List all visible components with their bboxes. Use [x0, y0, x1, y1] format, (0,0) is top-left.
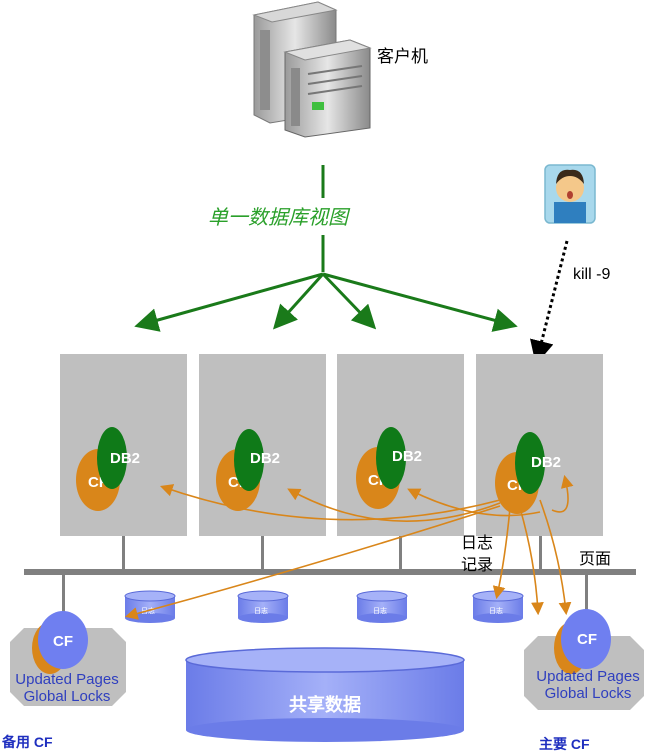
- primary-cf-label: CF: [577, 631, 597, 648]
- log-records-label-line2: 记录: [461, 556, 493, 574]
- log-disk-3: 日志: [356, 590, 408, 623]
- db2-green-3: [376, 427, 406, 489]
- member-box-4: CF DB2: [476, 354, 603, 536]
- shared-data-cylinder: 共享数据: [185, 647, 465, 742]
- arrow-to-primary-cf-2: [539, 499, 572, 616]
- log-records-label-line1: 日志: [461, 534, 493, 552]
- bus-drop-standby: [62, 575, 65, 613]
- db2-label-3: DB2: [392, 448, 422, 465]
- db2-label-1: DB2: [110, 450, 140, 467]
- arrow-to-member-1: [159, 484, 501, 521]
- primary-cf-blue: [561, 609, 611, 669]
- bus-drop-1: [122, 536, 125, 570]
- primary-global-locks: Global Locks: [545, 685, 632, 702]
- bus-drop-3: [399, 536, 402, 570]
- db2-green-1: [97, 427, 127, 489]
- primary-cf: CF Updated Pages Global Locks: [524, 609, 644, 710]
- kill-label: kill -9: [573, 266, 610, 283]
- client-label: 客户机: [377, 47, 428, 66]
- member-box-1: CF DB2: [60, 354, 187, 536]
- recovery-arrows: [124, 474, 574, 620]
- interconnect-bus: [24, 569, 636, 575]
- view-arrow-member-1: [134, 272, 324, 332]
- member-box-2: CF DB2: [199, 354, 326, 536]
- bus-drop-4: [539, 536, 542, 570]
- primary-cf-caption: 主要 CF: [539, 736, 590, 752]
- arrow-self-loop: [551, 474, 574, 513]
- db2-label-4: DB2: [531, 454, 561, 471]
- view-arrow-member-4: [322, 272, 518, 332]
- bus-drop-2: [261, 536, 264, 570]
- log-disk-4: 日志: [472, 590, 524, 623]
- db2-green-4: [515, 432, 545, 494]
- standby-cf-label: CF: [53, 633, 73, 650]
- standby-cf-caption: 备用 CF: [1, 734, 53, 750]
- single-view-label: 单一数据库视图: [208, 207, 351, 229]
- user-avatar-icon: [544, 164, 596, 224]
- standby-cf: CF Updated Pages Global Locks: [10, 611, 126, 706]
- view-arrow-member-2: [272, 272, 325, 330]
- kill-dotted-arrow: [530, 240, 569, 365]
- bus-drop-primary: [585, 575, 588, 613]
- arrow-to-primary-cf-1: [519, 507, 544, 616]
- log-disk-2: 日志: [237, 590, 289, 623]
- client-server-icon: [252, 1, 372, 138]
- log-disk-1: 日志: [124, 590, 176, 623]
- db2-green-2: [234, 429, 264, 491]
- svg-text:日志: 日志: [489, 606, 503, 615]
- pages-label: 页面: [579, 551, 611, 568]
- svg-text:日志: 日志: [254, 606, 268, 615]
- standby-global-locks: Global Locks: [24, 688, 111, 705]
- standby-updated-pages: Updated Pages: [15, 671, 118, 688]
- arrow-to-standby-cf: [124, 505, 501, 620]
- view-arrow-member-3: [321, 272, 377, 330]
- arrow-to-log-disk: [492, 507, 511, 600]
- svg-text:日志: 日志: [373, 606, 387, 615]
- db2-label-2: DB2: [250, 450, 280, 467]
- standby-cf-blue: [38, 611, 88, 669]
- shared-data-label: 共享数据: [289, 694, 361, 715]
- primary-updated-pages: Updated Pages: [536, 668, 639, 685]
- member-box-3: CF DB2: [337, 354, 464, 536]
